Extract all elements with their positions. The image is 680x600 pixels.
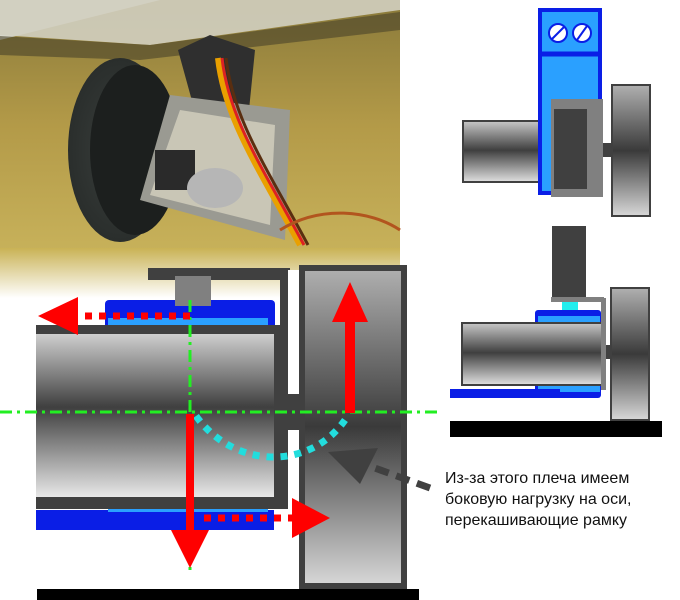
pointer-arrow-icon — [328, 448, 432, 492]
force-arrow-up — [332, 282, 368, 413]
axle — [603, 143, 613, 157]
motor-cylinder — [462, 120, 544, 183]
motor-cylinder-large — [36, 334, 276, 497]
force-arrow-down — [171, 414, 209, 568]
screw-terminal-icon — [548, 23, 592, 43]
motor-cylinder-side — [461, 322, 603, 386]
force-arrow-right — [204, 498, 330, 538]
servo-pivot — [175, 276, 211, 306]
wheel-side — [610, 287, 650, 421]
force-arrow-left — [38, 297, 190, 335]
servo-wheel-photo — [0, 0, 401, 298]
caption-line: перекашивающие рамку — [445, 512, 628, 529]
servo-top-block — [552, 226, 586, 298]
ground-bar — [37, 589, 419, 600]
side-view-schematic — [450, 226, 662, 437]
caption-line: боковую нагрузку на оси, — [445, 491, 632, 508]
caption-line: Из-за этого плеча имеем — [445, 470, 630, 487]
ground-line — [450, 421, 662, 437]
lever-arm-arc — [193, 413, 348, 461]
annotation-caption: Из-за этого плеча имеем боковую нагрузку… — [445, 468, 680, 531]
load-diagram — [0, 265, 440, 600]
front-view-schematic — [462, 8, 651, 217]
wheel — [611, 84, 651, 217]
